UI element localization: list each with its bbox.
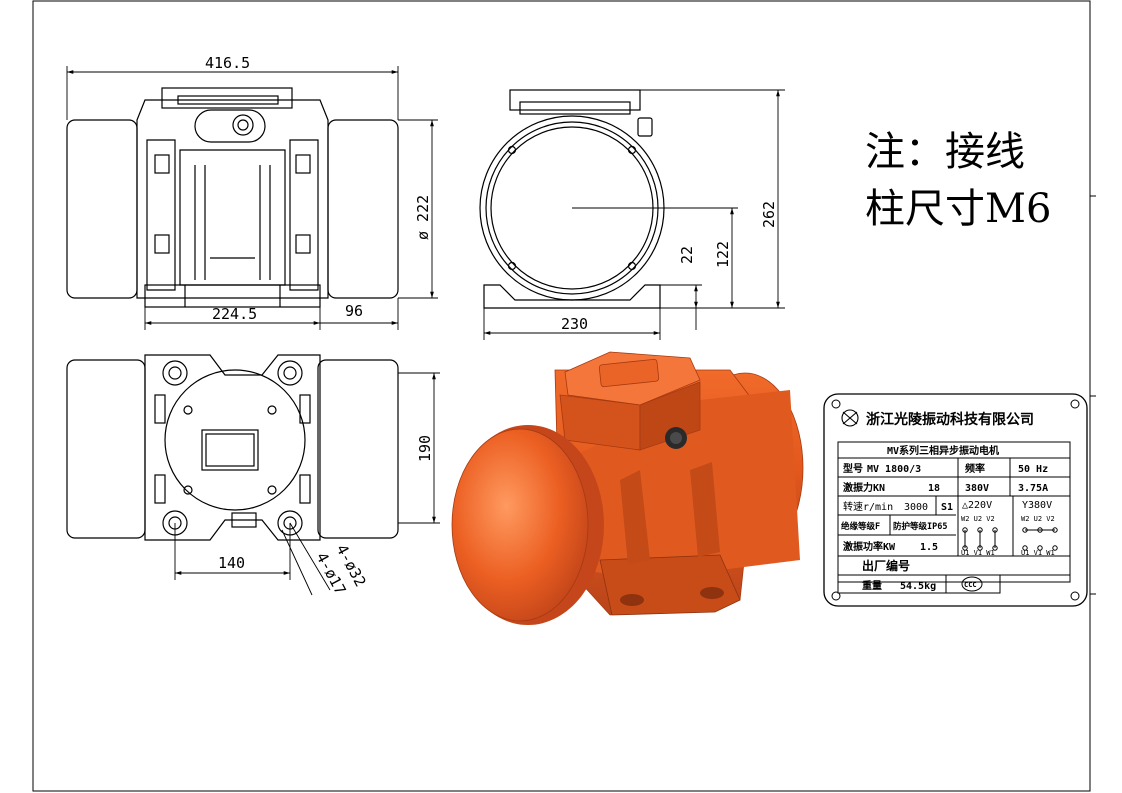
front-view <box>66 87 399 308</box>
nameplate-insulation: 绝缘等级F <box>841 521 880 532</box>
nameplate-speed-value: 3000 <box>904 502 928 513</box>
nameplate-model-value: MV 1800/3 <box>867 464 921 475</box>
dim-diameter: ø 222 <box>414 195 432 240</box>
nameplate-force-value: 18 <box>928 483 940 494</box>
nameplate-current: 3.75A <box>1018 483 1048 494</box>
dim-base-width: 224.5 <box>212 305 257 323</box>
nameplate-star-label: Y380V <box>1022 500 1052 511</box>
nameplate-series: MV系列三相异步振动电机 <box>887 444 999 457</box>
nameplate-delta-top: W2 U2 V2 <box>961 515 995 523</box>
nameplate-ccc-mark: CCC <box>964 581 977 589</box>
motor-render <box>451 351 804 625</box>
left-end-cover <box>66 119 138 299</box>
nameplate-freq-label: 频率 <box>965 462 985 475</box>
nameplate-company: 浙江光陵振动科技有限公司 <box>866 411 1034 428</box>
nameplate-star-top: W2 U2 V2 <box>1021 515 1055 523</box>
nameplate-weight-label: 重量 <box>862 579 882 592</box>
dim-end-width: 230 <box>561 315 588 333</box>
right-end-cover <box>327 119 399 299</box>
dim-center-height: 122 <box>714 241 732 268</box>
nameplate-protection: 防护等级IP65 <box>893 521 947 532</box>
nameplate-voltage: 380V <box>965 483 989 494</box>
nameplate-power-value: 1.5 <box>920 542 938 553</box>
front-view-dimensions <box>66 66 438 330</box>
nameplate-freq-value: 50 Hz <box>1018 464 1048 475</box>
dim-hole-offset: 96 <box>345 302 363 320</box>
side-view-dimensions <box>483 89 785 340</box>
nameplate-delta-label: △220V <box>962 500 992 511</box>
nameplate-serial-label: 出厂编号 <box>862 558 910 573</box>
side-view <box>479 89 665 309</box>
nameplate-speed-label: 转速r/min <box>843 500 893 513</box>
nameplate-force-label: 激振力KN <box>843 481 885 494</box>
nameplate-delta-bottom: U1 V1 W1 <box>961 549 995 557</box>
nameplate-weight-value: 54.5kg <box>900 581 936 592</box>
nameplate-model-label: 型号 <box>843 462 863 475</box>
dim-overall-width: 416.5 <box>205 54 250 72</box>
dim-total-height: 262 <box>760 201 778 228</box>
note-line-1: 注：接线 <box>865 129 1025 175</box>
top-view <box>66 354 399 541</box>
dim-base-thickness: 22 <box>678 246 696 264</box>
nameplate-power-label: 激振功率KW <box>843 540 896 553</box>
nameplate <box>823 393 1088 607</box>
note-line-2: 柱尺寸M6 <box>865 186 1051 232</box>
top-view-dimensions <box>174 372 440 596</box>
nameplate-logo <box>841 409 859 427</box>
dim-mount-spacing-x: 140 <box>218 554 245 572</box>
dim-mount-spacing-y: 190 <box>416 435 434 462</box>
nameplate-star-bottom: U1 V1 W1 <box>1021 549 1055 557</box>
nameplate-duty: S1 <box>941 502 953 513</box>
